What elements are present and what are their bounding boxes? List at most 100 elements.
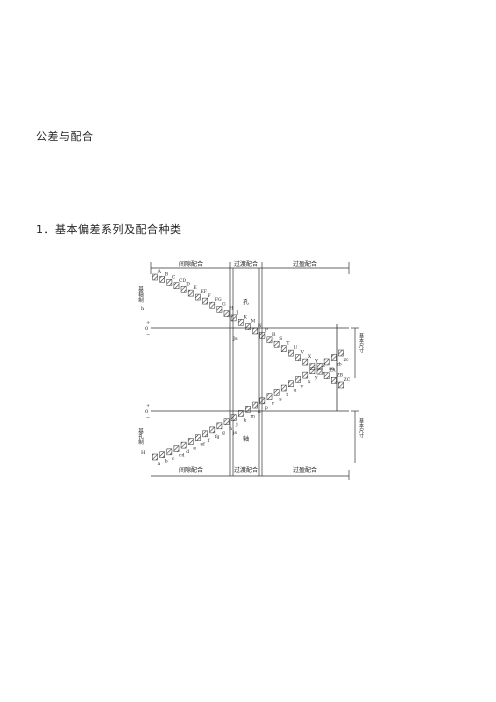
shaft-letter-v: v (300, 384, 304, 389)
hole-block-g (216, 306, 223, 313)
document-title: 公差与配合 (36, 130, 94, 143)
shaft-letter-t: t (286, 392, 288, 398)
shaft-block-b (159, 451, 166, 458)
shaft-letter-x: x (308, 380, 311, 385)
shaft-block-z (316, 363, 323, 370)
hole-letter-fg: FG (215, 297, 222, 303)
hole-block-za (323, 372, 330, 379)
shaft-block-e (187, 438, 194, 445)
top-label-interference: 过盈配合 (293, 260, 317, 268)
shaft-letter-ef: ef (201, 442, 206, 448)
shaft-block-r (266, 393, 273, 400)
hole-block-m (245, 323, 251, 330)
shaft-block-a (152, 453, 158, 461)
shaft-letter-z: z (322, 371, 325, 376)
hole-letter-y: Y (314, 359, 319, 365)
shaft-block-d (180, 441, 187, 449)
lower-plus-mark: + (146, 403, 150, 409)
hole-letter-m: M (251, 319, 256, 325)
shaft-letter-c: c (172, 457, 175, 462)
shaft-block-fg (209, 426, 216, 434)
hole-letter-za: ZA (329, 368, 336, 374)
hole-letter-n: N (258, 323, 262, 329)
shaft-letter-a: a (158, 462, 161, 467)
hole-letter-j: J (235, 310, 238, 316)
shaft-block-k (237, 410, 244, 417)
hole-letter-h: H (229, 306, 233, 312)
hole-js-label: Js (232, 336, 238, 342)
hole-block-zb (330, 377, 337, 384)
shaft-block-c (166, 448, 173, 456)
hole-block-a (152, 273, 158, 281)
hole-letter-t: T (286, 341, 289, 347)
hole-block-t (280, 345, 287, 352)
hole-letter-ef: EF (201, 289, 207, 295)
hole-block-fg (209, 301, 216, 309)
hole-deviation-blocks (152, 273, 344, 389)
shaft-deviation-blocks (152, 349, 344, 461)
hole-block-j (230, 314, 237, 322)
shaft-block-m (245, 406, 251, 413)
shaft-letter-d: d (186, 449, 189, 455)
hole-letter-g: G (222, 301, 226, 307)
upper-minus-mark: − (146, 332, 150, 338)
hole-letter-zc: ZC (344, 377, 351, 383)
shaft-block-f (202, 430, 208, 438)
upper-side-label: 基轴制 (137, 285, 144, 304)
hole-letter-d: D (186, 281, 190, 287)
shaft-letter-m: m (251, 414, 256, 419)
shaft-block-u (288, 380, 294, 387)
hole-block-h (223, 310, 230, 317)
shaft-block-j (230, 414, 237, 421)
frame-lines (150, 262, 350, 480)
fundamental-deviation-diagram: 间隙配合 过渡配合 过盈配合 间隙配合 过渡配合 过盈配合 基轴制 h 基孔制 … (137, 258, 367, 488)
hole-letter-zb: ZB (336, 372, 343, 378)
hole-letter-p: P (265, 327, 268, 333)
shaft-letter-e: e (193, 446, 196, 451)
shaft-letter-zc: zc (344, 358, 349, 363)
shaft-block-zb (330, 354, 337, 361)
hole-letter-a: A (157, 269, 162, 275)
shaft-block-h (223, 418, 230, 426)
upper-zero-mark: 0 (145, 326, 148, 332)
shaft-center-label: 轴 (243, 435, 249, 443)
shaft-block-v (295, 376, 301, 383)
hole-block-s (273, 340, 280, 348)
hole-letter-s: S (279, 336, 282, 342)
hole-block-cd (173, 282, 180, 290)
lower-zero-mark: 0 (145, 409, 148, 415)
basic-size-brackets (351, 327, 359, 463)
bottom-label-transition: 过渡配合 (234, 466, 258, 474)
diagram-svg: 间隙配合 过渡配合 过盈配合 间隙配合 过渡配合 过盈配合 基轴制 h 基孔制 … (137, 260, 364, 480)
shaft-letter-zb: zb (336, 361, 341, 367)
hole-block-zc (338, 381, 344, 389)
hole-letter-k: K (243, 314, 247, 320)
hole-block-p (259, 332, 266, 339)
shaft-block-y (309, 367, 316, 374)
shaft-letter-cd: cd (179, 453, 185, 459)
shaft-letter-n: n (258, 410, 261, 415)
shaft-block-p (259, 397, 266, 405)
shaft-letter-za: za (329, 367, 334, 372)
hole-block-b (159, 276, 166, 283)
shaft-letter-u: u (294, 389, 297, 394)
hole-block-c (166, 279, 173, 286)
hole-letter-e: E (193, 285, 196, 291)
hole-block-k (237, 319, 244, 326)
shaft-block-t (280, 384, 287, 392)
shaft-block-n (252, 401, 259, 409)
hole-letter-v: V (300, 350, 305, 356)
hole-block-r (266, 336, 273, 344)
hole-letter-f: F (208, 293, 211, 299)
top-label-clearance: 间隙配合 (179, 260, 203, 268)
lower-minus-mark: − (146, 415, 150, 421)
hole-block-v (295, 354, 301, 361)
shaft-letter-g: g (222, 431, 225, 436)
shaft-letter-f: f (208, 438, 210, 444)
shaft-js-label: js (232, 430, 238, 436)
right-basic-size-upper: 基本尺寸 (358, 332, 364, 353)
hole-block-e (187, 289, 194, 297)
shaft-letter-p: p (265, 406, 268, 411)
